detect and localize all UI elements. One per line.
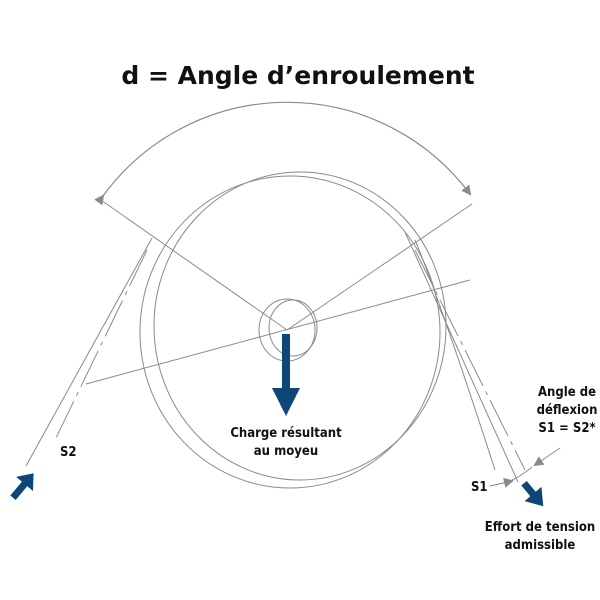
deflection-arrow-upper bbox=[533, 447, 561, 467]
hub-load-label-line1: Charge résultant bbox=[230, 426, 342, 441]
hub-load-arrow bbox=[272, 334, 300, 416]
wrap-angle-arc-arrow bbox=[94, 101, 472, 206]
pulley-disc bbox=[139, 175, 441, 489]
deflection-label-line1: Angle de bbox=[538, 385, 596, 400]
tension-label-line1: Effort de tension bbox=[485, 520, 596, 535]
belt-strand-right-centerline bbox=[414, 249, 526, 471]
diagram-title: d = Angle d’enroulement bbox=[121, 61, 474, 90]
tension-label-line2: admissible bbox=[505, 538, 576, 553]
s2-label: S2 bbox=[60, 445, 77, 460]
radius-line-left bbox=[97, 197, 288, 331]
s2-tension-arrow bbox=[10, 473, 34, 500]
deflection-angle-arc bbox=[507, 466, 533, 483]
belt-strand-left bbox=[25, 237, 153, 467]
hub-load-label-line2: au moyeu bbox=[254, 444, 318, 459]
belt-strand-right bbox=[404, 231, 519, 483]
deflection-label-line3: S1 = S2* bbox=[538, 421, 595, 436]
pulley-rim-edge bbox=[153, 171, 447, 481]
s1-label: S1 bbox=[471, 480, 488, 495]
resultant-direction-line bbox=[85, 279, 471, 385]
s1-tension-arrow bbox=[521, 481, 544, 507]
deflection-label-line2: déflexion bbox=[537, 403, 598, 418]
belt-strand-left-centerline bbox=[54, 249, 148, 441]
radius-line-right bbox=[286, 203, 473, 331]
pulley-hub-inner bbox=[268, 299, 318, 357]
belt-strand-right-deflected bbox=[414, 239, 496, 471]
